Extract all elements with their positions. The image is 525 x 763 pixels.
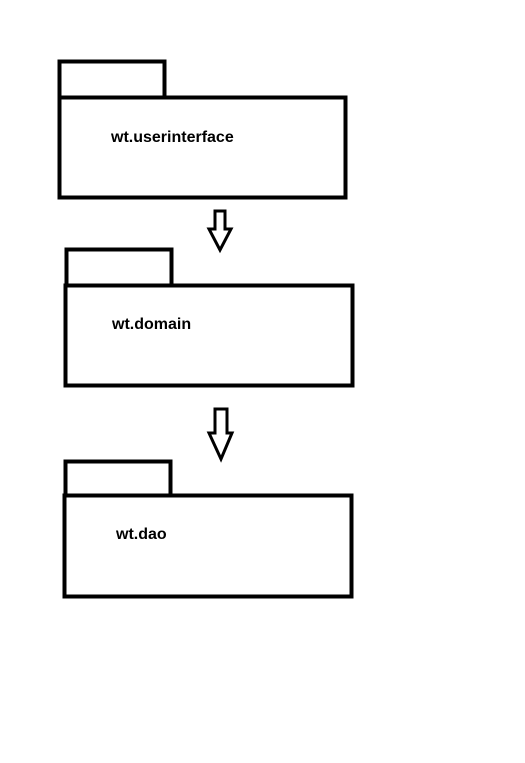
package-body bbox=[63, 283, 355, 388]
package-tab bbox=[63, 459, 173, 498]
hollow-down-arrow-icon bbox=[206, 407, 235, 463]
package-userinterface: wt.userinterface bbox=[57, 59, 348, 200]
hollow-down-arrow-icon bbox=[206, 209, 234, 254]
package-label: wt.domain bbox=[111, 316, 191, 333]
package-label: wt.userinterface bbox=[110, 129, 234, 146]
package-label: wt.dao bbox=[115, 526, 167, 543]
package-tab bbox=[57, 59, 167, 100]
package-dao: wt.dao bbox=[62, 459, 354, 599]
package-body bbox=[57, 95, 348, 200]
package-body bbox=[62, 493, 354, 599]
package-domain: wt.domain bbox=[63, 247, 355, 388]
package-tab bbox=[64, 247, 174, 288]
